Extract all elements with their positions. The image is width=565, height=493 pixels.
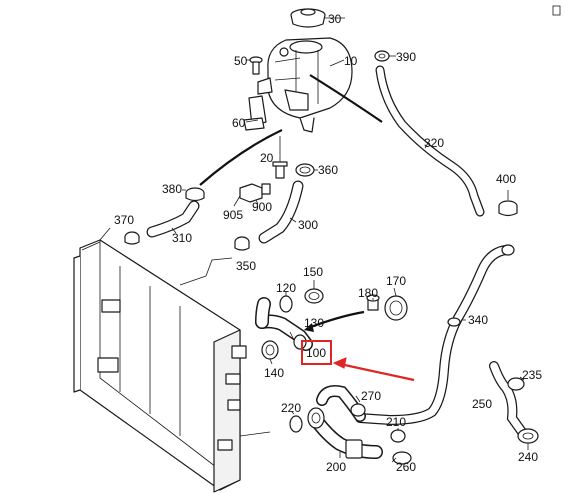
highlight-arrow: [339, 362, 415, 382]
hose-340[interactable]: [355, 244, 515, 426]
hose-210[interactable]: [307, 407, 325, 429]
callout-220: 220: [281, 401, 301, 415]
hose-250[interactable]: [489, 361, 527, 437]
clamp-240[interactable]: [517, 428, 539, 450]
callout-labels: 30 50 10 390 60 320 20 360 380 400 900 9…: [114, 12, 542, 474]
callout-230: 210: [386, 415, 406, 429]
callout-320: 320: [424, 136, 444, 150]
clamp-380[interactable]: [182, 187, 205, 202]
callout-150: 150: [303, 265, 323, 279]
highlight-arrow-head: [332, 357, 347, 369]
clamp-260[interactable]: [391, 451, 412, 465]
callout-235: 235: [522, 368, 542, 382]
clamp-230[interactable]: [390, 428, 406, 443]
hose-100[interactable]: [255, 297, 313, 351]
callout-350: 350: [236, 259, 256, 273]
clamp-170[interactable]: [384, 287, 408, 321]
callout-10: 10: [344, 54, 358, 68]
screw-50[interactable]: [246, 56, 263, 75]
callout-310: 310: [172, 231, 192, 245]
callout-140: 140: [264, 366, 284, 380]
clamp-140[interactable]: [261, 340, 279, 365]
clamp-350[interactable]: [234, 236, 250, 251]
pointer-180-head: [304, 323, 314, 332]
clamp-390[interactable]: [374, 50, 396, 62]
clamp-370[interactable]: [124, 231, 140, 245]
o-ring-120[interactable]: [279, 292, 293, 313]
callout-370: 370: [114, 213, 134, 227]
hose-320[interactable]: [375, 65, 485, 217]
reservoir-cap[interactable]: [290, 8, 345, 28]
valve-900[interactable]: [233, 183, 271, 207]
radiator[interactable]: [73, 227, 271, 493]
clamp-235[interactable]: [507, 376, 525, 391]
callout-100: 100: [306, 346, 326, 360]
callout-20: 20: [260, 151, 274, 165]
clamp-400[interactable]: [498, 190, 518, 217]
callout-300: 300: [298, 218, 318, 232]
pointer-180: [307, 310, 365, 330]
callout-360: 360: [318, 163, 338, 177]
bleed-line-380: [199, 129, 283, 186]
bolt-180[interactable]: [366, 294, 380, 311]
expansion-tank[interactable]: [243, 37, 353, 133]
hose-300[interactable]: [258, 180, 304, 244]
clamp-270[interactable]: [350, 395, 366, 417]
callout-30: 30: [328, 12, 342, 26]
callout-50: 50: [234, 54, 248, 68]
callout-340: 340: [468, 313, 488, 327]
clamp-150[interactable]: [304, 280, 324, 304]
highlight-part-100: 100: [301, 340, 415, 382]
clamp-360[interactable]: [295, 163, 318, 177]
callout-270: 270: [361, 389, 381, 403]
callout-260: 260: [396, 460, 416, 474]
o-ring-220[interactable]: [289, 411, 303, 433]
callout-120: 120: [276, 281, 296, 295]
highlight-box: [301, 340, 332, 365]
callout-900: 900: [252, 200, 272, 214]
callout-60: 60: [232, 116, 246, 130]
callout-400: 400: [496, 172, 516, 186]
callout-200: 200: [326, 460, 346, 474]
vent-line-320: [309, 74, 383, 123]
callout-240: 240: [518, 450, 538, 464]
callout-905: 905: [223, 208, 243, 222]
hose-310[interactable]: [146, 200, 200, 238]
callout-390: 390: [396, 50, 416, 64]
callout-170: 170: [386, 274, 406, 288]
callout-130: 130: [304, 316, 324, 330]
page-corner-mark: [552, 5, 561, 16]
callout-180: 180: [358, 286, 378, 300]
connector-20[interactable]: [272, 136, 288, 179]
callout-380: 380: [162, 182, 182, 196]
callout-250: 250: [472, 397, 492, 411]
